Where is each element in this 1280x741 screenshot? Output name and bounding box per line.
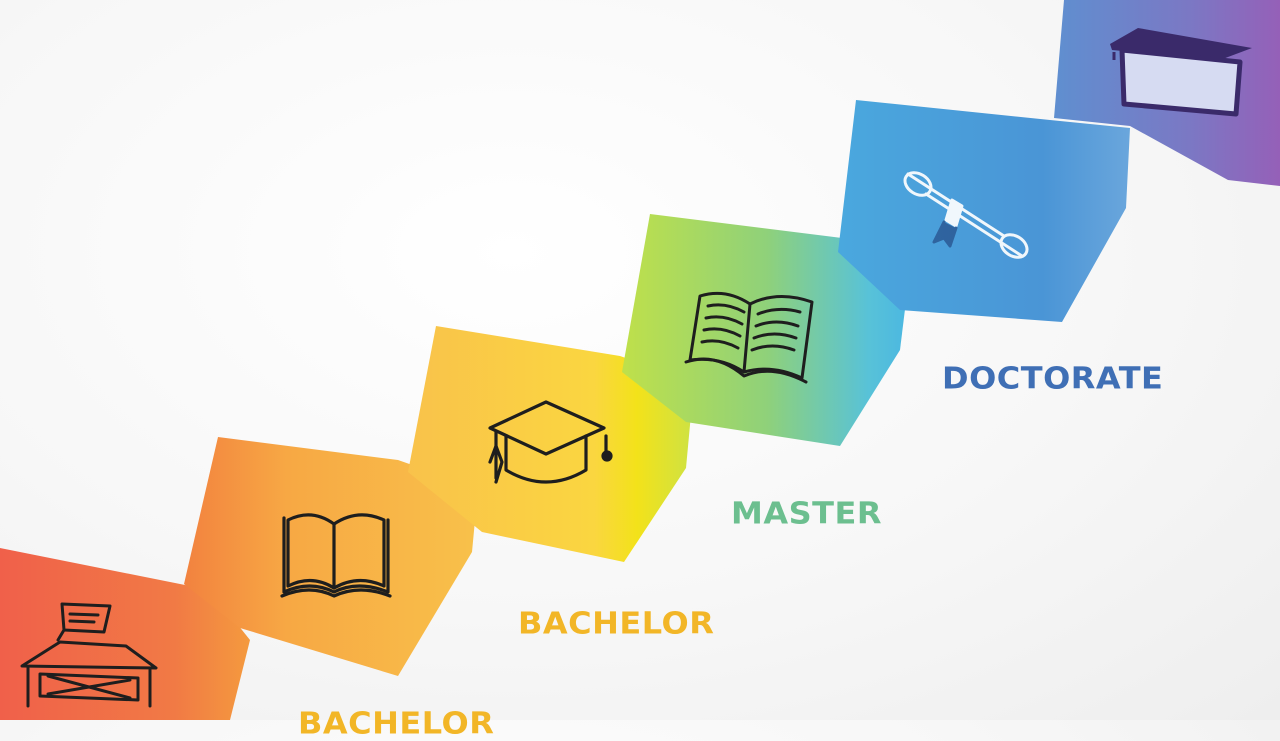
step-5 bbox=[838, 100, 1130, 322]
step-2 bbox=[184, 437, 478, 676]
label-bachelor: BACHELOR bbox=[518, 604, 715, 642]
step-3 bbox=[408, 326, 694, 562]
step-6 bbox=[1054, 0, 1280, 186]
school-desk-icon bbox=[20, 602, 158, 708]
label-doctorate: DOCTORATE bbox=[942, 359, 1164, 397]
step-1 bbox=[0, 548, 250, 720]
open-book-icon bbox=[280, 513, 392, 598]
education-staircase bbox=[0, 0, 1280, 720]
diploma-scroll-icon bbox=[903, 171, 1029, 259]
label-partial-bottom: BACHELOR bbox=[298, 704, 495, 741]
step-4 bbox=[622, 214, 912, 446]
mortarboard-icon bbox=[1110, 28, 1252, 117]
graduation-cap-icon bbox=[488, 400, 613, 484]
open-book-pages-icon bbox=[684, 291, 814, 384]
label-master: MASTER bbox=[731, 494, 882, 532]
